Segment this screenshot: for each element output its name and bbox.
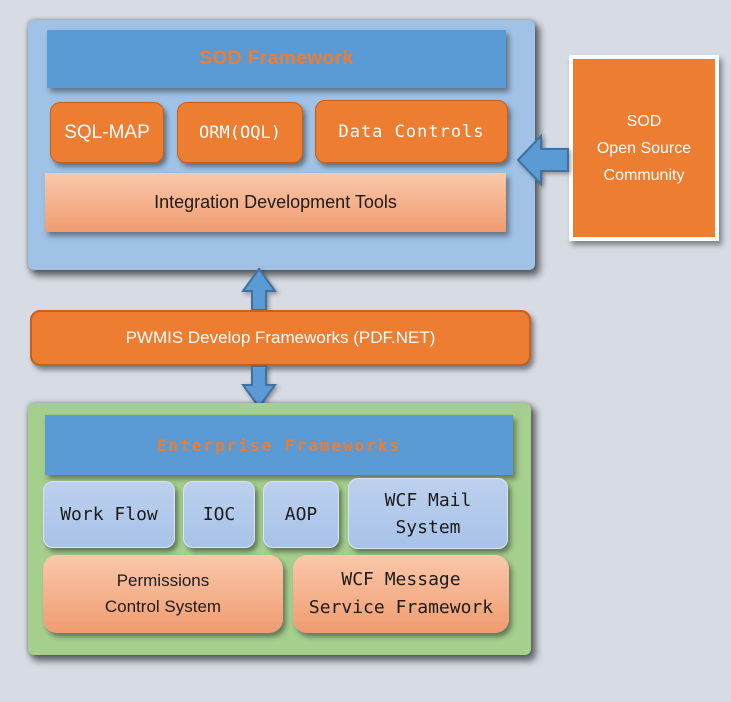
module-wcf-mail-label: WCF Mail System xyxy=(384,489,472,538)
module-work-flow-label: Work Flow xyxy=(60,504,158,525)
integration-tools-label: Integration Development Tools xyxy=(154,192,397,212)
sod-framework-panel: SOD Framework SQL-MAP ORM(OQL) Data Cont… xyxy=(28,20,535,270)
module-work-flow: Work Flow xyxy=(43,481,175,548)
service-wcf-message: WCF Message Service Framework xyxy=(293,555,509,633)
module-wcf-mail: WCF Mail System xyxy=(348,478,508,549)
service-permissions: Permissions Control System xyxy=(43,555,283,633)
module-ioc: IOC xyxy=(183,481,255,548)
module-sql-map-label: SQL-MAP xyxy=(64,121,150,143)
arrow-down-icon xyxy=(241,365,277,409)
enterprise-title: Enterprise Frameworks xyxy=(156,435,402,455)
enterprise-header: Enterprise Frameworks xyxy=(45,415,513,475)
module-sql-map: SQL-MAP xyxy=(50,102,164,163)
module-data-controls: Data Controls xyxy=(315,100,508,163)
pwmis-bar: PWMIS Develop Frameworks (PDF.NET) xyxy=(30,310,531,366)
service-permissions-label: Permissions Control System xyxy=(104,571,222,616)
arrow-left-icon xyxy=(516,133,569,187)
community-box: SOD Open Source Community xyxy=(569,55,719,241)
community-label: SOD Open Source Community xyxy=(596,112,692,184)
module-orm-oql: ORM(OQL) xyxy=(177,102,303,163)
arrow-up-icon xyxy=(241,267,277,311)
sod-framework-title: SOD Framework xyxy=(199,48,354,69)
module-aop-label: AOP xyxy=(284,504,318,525)
module-orm-oql-label: ORM(OQL) xyxy=(199,122,281,143)
service-wcf-message-label: WCF Message Service Framework xyxy=(308,569,494,618)
sod-framework-header: SOD Framework xyxy=(47,30,506,88)
integration-tools-bar: Integration Development Tools xyxy=(45,173,506,232)
enterprise-panel: Enterprise Frameworks Work Flow IOC AOP … xyxy=(28,403,531,655)
module-data-controls-label: Data Controls xyxy=(338,121,485,142)
module-aop: AOP xyxy=(263,481,339,548)
module-ioc-label: IOC xyxy=(202,504,236,525)
pwmis-label: PWMIS Develop Frameworks (PDF.NET) xyxy=(125,328,436,347)
